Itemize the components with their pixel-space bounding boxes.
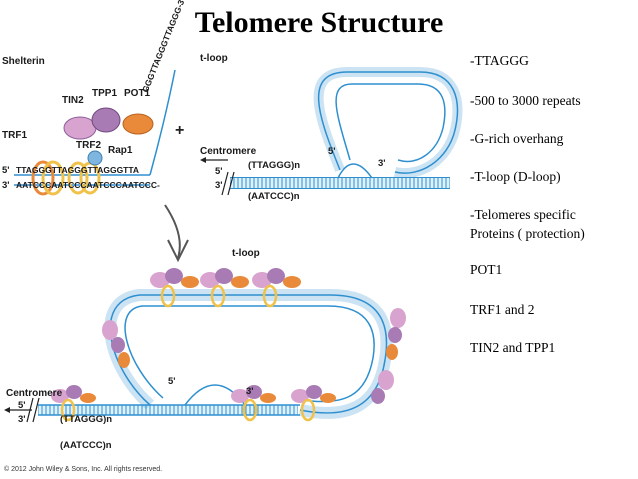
ttaggg-n-top: (TTAGGG)n — [248, 160, 301, 171]
bullet-repeats: -500 to 3000 repeats — [470, 93, 581, 108]
aatccc-n-bottom: (AATCCC)n — [60, 440, 112, 451]
bullet-protection: Proteins ( protection) — [470, 226, 585, 241]
bullet-tloop: -T-loop (D-loop) — [470, 169, 561, 184]
three-prime-bottom: 3' — [18, 414, 26, 425]
sequence-bottom-strand: AATCCCAATCCCAATCCCAATCCC- — [16, 180, 160, 190]
three-prime-loop-top: 3' — [378, 158, 386, 169]
label-tin2: TIN2 — [62, 95, 84, 106]
label-trf1: TRF1 — [2, 130, 27, 141]
label-shelterin: Shelterin — [2, 56, 45, 67]
sequence-top-strand: TTAGGGTTAGGGTTAGGGTTA — [16, 165, 140, 175]
protein-cluster — [102, 320, 130, 368]
protein-cluster — [371, 308, 406, 404]
three-prime-left: 3' — [2, 180, 10, 191]
aatccc-n-top: (AATCCC)n — [248, 191, 300, 202]
five-prime-loop-top: 5' — [328, 146, 336, 157]
three-prime-top: 3' — [215, 180, 223, 191]
label-tloop-bottom: t-loop — [232, 248, 260, 259]
label-centromere-bottom: Centromere — [6, 388, 63, 399]
protein-cluster — [231, 385, 276, 422]
protein-cluster — [252, 268, 301, 308]
bullet-ttaggg: -TTAGGG — [470, 53, 529, 68]
transition-arrow — [164, 204, 181, 259]
label-tpp1: TPP1 — [92, 88, 118, 99]
ttaggg-n-bottom: (TTAGGG)n — [60, 414, 113, 425]
copyright-notice: © 2012 John Wiley & Sons, Inc. All right… — [4, 466, 163, 473]
bullet-overhang: -G-rich overhang — [470, 131, 564, 146]
bullet-tin2-tpp1: TIN2 and TPP1 — [470, 340, 556, 355]
bullet-pot1: POT1 — [470, 262, 503, 277]
tloop-protein-bound — [4, 268, 406, 423]
label-tloop-top: t-loop — [200, 53, 228, 64]
five-prime-bottom: 5' — [18, 400, 26, 411]
three-prime-loop-bottom: 3' — [246, 386, 254, 397]
label-pot1: POT1 — [124, 88, 151, 99]
label-trf2: TRF2 — [76, 140, 101, 151]
shelterin-complex — [14, 69, 176, 196]
five-prime-loop-bottom: 5' — [168, 376, 176, 387]
protein-cluster — [51, 385, 96, 422]
page-title: Telomere Structure — [194, 6, 444, 39]
label-centromere-top: Centromere — [200, 146, 257, 157]
five-prime-left: 5' — [2, 165, 10, 176]
five-prime-top: 5' — [215, 166, 223, 177]
plus-sign: + — [175, 122, 184, 139]
tloop-bare — [200, 66, 463, 196]
protein-cluster — [150, 268, 199, 308]
label-rap1: Rap1 — [108, 145, 133, 156]
protein-cluster — [291, 385, 336, 422]
bullet-trf: TRF1 and 2 — [470, 302, 535, 317]
bullet-telomere-proteins: -Telomeres specific — [470, 207, 576, 222]
protein-cluster — [200, 268, 249, 308]
